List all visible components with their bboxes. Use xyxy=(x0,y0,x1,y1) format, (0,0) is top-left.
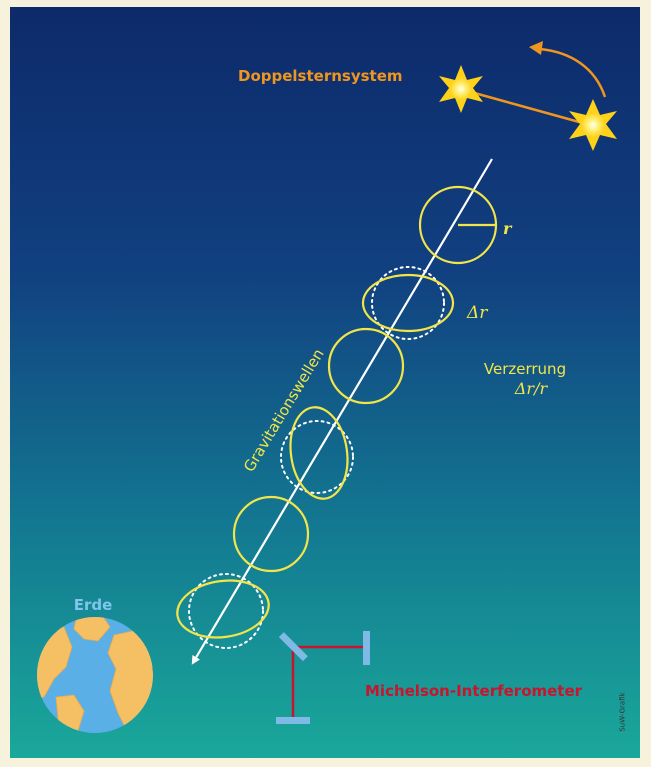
end-mirror-vertical-arm xyxy=(276,717,310,724)
binary-connector-line xyxy=(459,87,591,127)
orbit-arrow xyxy=(539,47,607,98)
star-icon xyxy=(569,99,617,151)
michelson-interferometer: Michelson-Interferometer xyxy=(276,631,583,724)
gravitational-wave-diagram: Doppelsternsystem r Δr Verzerrung Δr/r G… xyxy=(10,7,640,758)
earth-globe: Erde xyxy=(37,596,153,733)
ring-stretched-horizontal xyxy=(361,266,455,340)
interferometer-label: Michelson-Interferometer xyxy=(365,682,583,700)
binary-star-system: Doppelsternsystem xyxy=(238,41,617,151)
credit-text: SuW-Grafik xyxy=(618,692,627,732)
distortion-rings xyxy=(176,185,498,649)
delta-r-label: Δr xyxy=(466,303,488,323)
beam-splitter-mirror xyxy=(278,632,308,662)
orbit-arrowhead xyxy=(529,41,543,55)
distortion-formula: Δr/r xyxy=(514,379,549,398)
distortion-title: Verzerrung xyxy=(484,360,566,378)
ring-reference xyxy=(418,185,498,265)
ring-neutral xyxy=(327,327,405,405)
binary-system-label: Doppelsternsystem xyxy=(238,67,403,85)
ring-stretched-horizontal xyxy=(176,573,270,649)
image-credit: SuW-Grafik xyxy=(619,670,651,760)
earth-label: Erde xyxy=(74,596,113,614)
end-mirror-horizontal-arm xyxy=(363,631,370,665)
ring-stretched-vertical xyxy=(280,406,354,500)
greenland xyxy=(73,617,111,642)
radius-label: r xyxy=(503,219,513,238)
propagation-arrow xyxy=(191,158,493,665)
star-icon xyxy=(439,65,483,113)
ring-neutral xyxy=(232,495,310,573)
